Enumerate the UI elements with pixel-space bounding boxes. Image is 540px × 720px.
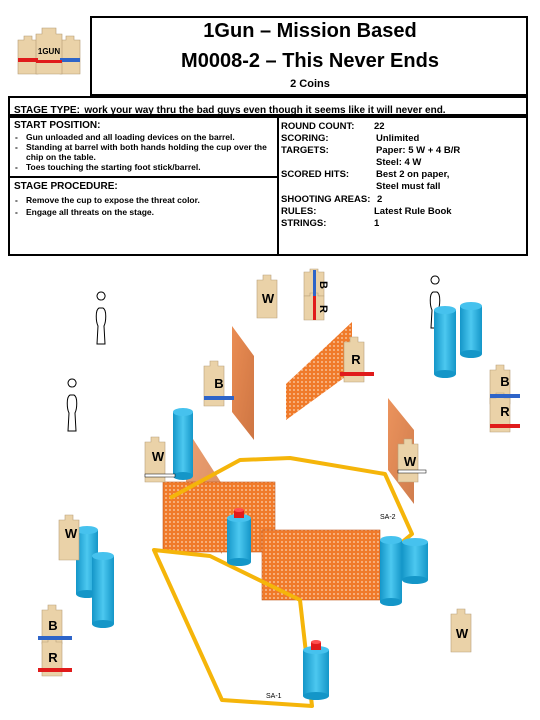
stage-type-label: STAGE TYPE: <box>14 105 80 116</box>
strings-label: STRINGS: <box>281 218 327 229</box>
paper-target-w <box>58 514 80 561</box>
stage-procedure-item: Remove the cup to expose the threat colo… <box>14 195 273 205</box>
coins-label: 2 Coins <box>290 78 330 90</box>
paper-target-r <box>41 636 63 677</box>
stage-type-box: STAGE TYPE: work your way thru the bad g… <box>8 96 528 116</box>
stage-info-box <box>277 116 528 256</box>
mesh-wall <box>261 529 381 601</box>
target-letter: R <box>48 650 58 665</box>
stage-diagram: W B R W W W W B R B R B R SA-1 SA-2 <box>38 268 520 708</box>
no-shoot-target <box>95 291 107 345</box>
1gun-logo: 1GUN <box>17 27 81 75</box>
wall <box>286 322 352 420</box>
sa1-label: SA-1 <box>266 693 282 700</box>
rules-label: RULES: <box>281 206 317 217</box>
target-letter: W <box>152 449 165 464</box>
shooting-areas-label: SHOOTING AREAS: <box>281 194 371 205</box>
stage-procedure-label: STAGE PROCEDURE: <box>14 181 118 192</box>
target-letter: B <box>500 374 509 389</box>
targets-steel-value: Steel: 4 W <box>376 157 422 168</box>
sa1-barrel <box>303 640 329 700</box>
target-letter: W <box>65 526 78 541</box>
target-letter: R <box>351 352 361 367</box>
start-position-item: Standing at barrel with both hands holdi… <box>14 142 273 162</box>
scored-hits-value-2: Steel must fall <box>376 181 441 192</box>
logo-text: 1GUN <box>38 47 60 56</box>
barrel-stack <box>173 408 193 480</box>
no-shoot-target <box>66 378 78 432</box>
strings-value: 1 <box>374 218 380 229</box>
title-line-1: 1Gun – Mission Based <box>203 20 417 42</box>
stage-procedure-item: Engage all threats on the stage. <box>14 207 273 217</box>
wall <box>232 326 254 440</box>
scoring-value: Unlimited <box>376 133 420 144</box>
scored-hits-label: SCORED HITS: <box>281 169 350 180</box>
barrel-stack <box>434 302 482 378</box>
barrel-stack <box>76 526 114 628</box>
start-barrel <box>227 508 251 566</box>
paper-target-r <box>343 336 365 383</box>
target-letter: W <box>262 291 275 306</box>
steel-letter: B <box>317 281 329 289</box>
start-position-item: Toes touching the starting foot stick/ba… <box>14 162 273 172</box>
fault-line-sa2 <box>169 456 414 550</box>
barrel-stack <box>380 536 428 606</box>
paper-target-b <box>203 360 225 407</box>
paper-target-w <box>450 608 472 653</box>
round-count-label: ROUND COUNT: <box>281 121 355 132</box>
paper-target-w <box>256 274 278 319</box>
scored-hits-value-1: Best 2 on paper, <box>376 169 450 180</box>
title-line-2: M0008-2 – This Never Ends <box>181 50 439 72</box>
start-position-label: START POSITION: <box>14 120 101 131</box>
targets-paper-value: Paper: 5 W + 4 B/R <box>376 145 461 156</box>
no-shoot-targets <box>66 275 441 432</box>
target-letter: W <box>404 454 417 469</box>
target-letter: B <box>48 618 57 633</box>
round-count-value: 22 <box>374 121 385 132</box>
scoring-label: SCORING: <box>281 133 329 144</box>
stage-type-text: work your way thru the bad guys even tho… <box>84 105 446 116</box>
targets-label: TARGETS: <box>281 145 329 156</box>
steel-letter: R <box>317 305 329 313</box>
start-position-box: START POSITION: Gun unloaded and all loa… <box>8 116 279 178</box>
shooting-areas-value: 2 <box>377 194 383 205</box>
title-box <box>90 16 528 96</box>
sa2-label: SA-2 <box>380 514 396 521</box>
start-position-item: Gun unloaded and all loading devices on … <box>14 132 273 142</box>
target-letter: R <box>500 404 510 419</box>
stage-procedure-box: STAGE PROCEDURE: Remove the cup to expos… <box>8 176 279 256</box>
rules-value: Latest Rule Book <box>374 206 452 217</box>
target-letter: W <box>456 626 469 641</box>
paper-target-w <box>144 436 166 483</box>
target-letter: B <box>214 376 223 391</box>
